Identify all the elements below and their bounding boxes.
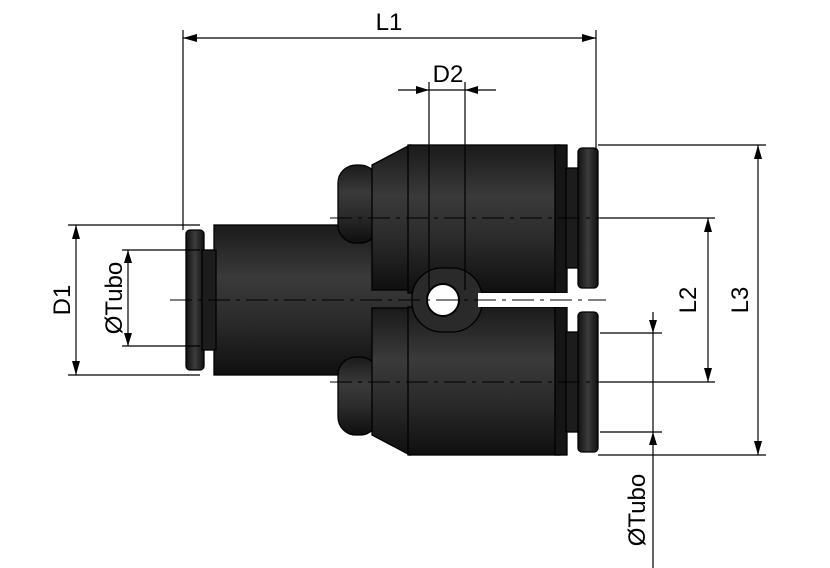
label-l3: L3 (727, 287, 754, 314)
dimension-tubo-left: ØTubo (101, 249, 200, 347)
label-d2: D2 (433, 61, 464, 88)
dimension-tubo-bottom: ØTubo (600, 312, 662, 568)
label-tubo-left: ØTubo (101, 262, 128, 334)
center-lines (170, 217, 606, 383)
dimension-l3: L3 (598, 144, 766, 456)
dimension-l1: L1 (182, 9, 597, 230)
dimension-l2: L2 (600, 217, 715, 383)
dimension-d2: D2 (398, 61, 496, 290)
upper-body (407, 144, 561, 294)
upper-body-end (554, 144, 568, 294)
lower-body-end (554, 306, 568, 456)
dimension-d1: D1 (49, 224, 200, 376)
label-l1: L1 (376, 9, 403, 36)
label-tubo-bottom: ØTubo (624, 474, 651, 546)
label-d1: D1 (49, 285, 76, 316)
label-l2: L2 (675, 287, 702, 314)
fitting-body (185, 143, 608, 457)
